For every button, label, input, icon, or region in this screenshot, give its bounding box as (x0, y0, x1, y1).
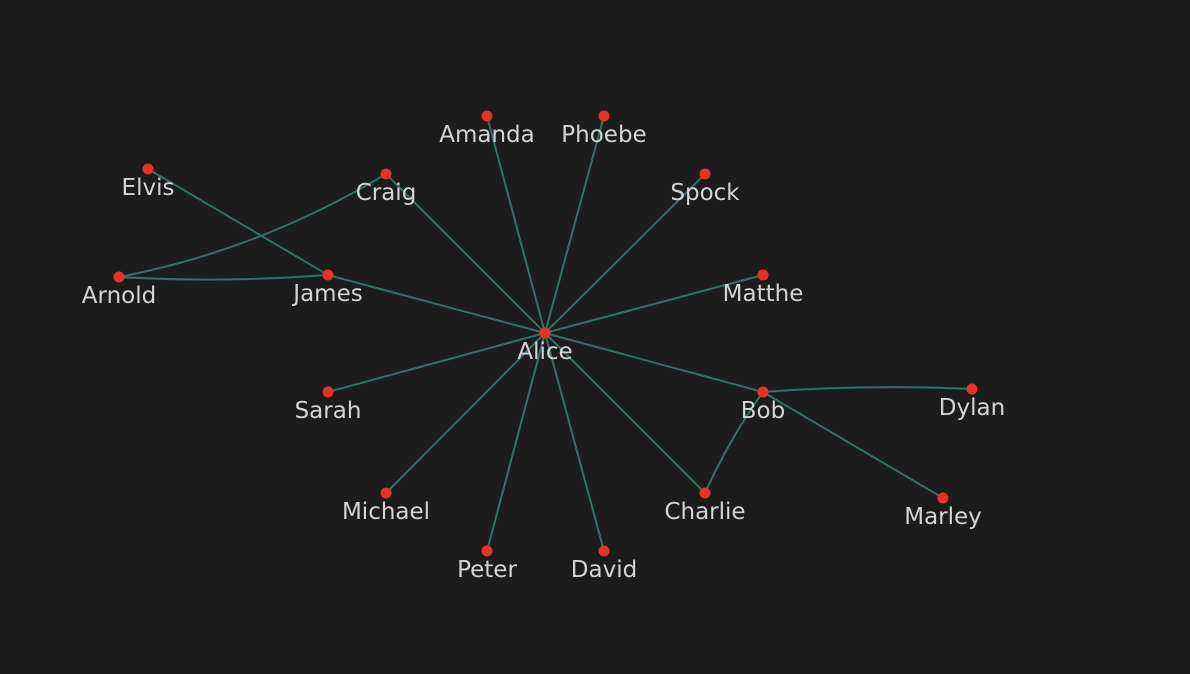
node-label-michael[interactable]: Michael (342, 499, 430, 525)
edge-alice-bob (544, 332, 764, 393)
node-label-dylan[interactable]: Dylan (939, 395, 1005, 421)
node-label-amanda[interactable]: Amanda (439, 122, 535, 148)
nodes-layer (113, 110, 978, 557)
edge-alice-michael (385, 332, 546, 494)
node-label-peter[interactable]: Peter (457, 557, 517, 583)
edge-alice-sarah (327, 332, 546, 393)
node-peter[interactable] (481, 545, 493, 557)
edge-alice-spock (544, 173, 706, 334)
node-james[interactable] (322, 269, 334, 281)
node-amanda[interactable] (481, 110, 493, 122)
node-label-matthe[interactable]: Matthe (723, 281, 804, 307)
node-label-arnold[interactable]: Arnold (82, 283, 156, 309)
node-bob[interactable] (757, 386, 769, 398)
edge-bob-dylan (762, 386, 973, 393)
node-marley[interactable] (937, 492, 949, 504)
node-alice[interactable] (539, 327, 551, 339)
node-david[interactable] (598, 545, 610, 557)
node-dylan[interactable] (966, 383, 978, 395)
node-label-spock[interactable]: Spock (670, 180, 740, 206)
edge-alice-david (544, 332, 605, 552)
edge-alice-amanda (486, 115, 546, 334)
edge-alice-charlie (544, 332, 706, 494)
node-spock[interactable] (699, 168, 711, 180)
edge-alice-matthe (544, 274, 764, 334)
edges-layer (118, 115, 973, 552)
node-arnold[interactable] (113, 271, 125, 283)
node-label-charlie[interactable]: Charlie (664, 499, 745, 525)
node-label-david[interactable]: David (571, 557, 637, 583)
edge-alice-craig (385, 173, 546, 334)
edge-james-arnold (118, 274, 329, 281)
node-label-bob[interactable]: Bob (741, 398, 785, 424)
node-matthe[interactable] (757, 269, 769, 281)
node-label-james[interactable]: James (291, 281, 362, 307)
edge-bob-charlie (704, 391, 764, 494)
edge-arnold-craig (118, 173, 387, 278)
edge-bob-marley (762, 391, 944, 499)
edge-alice-phoebe (544, 115, 605, 334)
node-elvis[interactable] (142, 163, 154, 175)
node-label-craig[interactable]: Craig (356, 180, 417, 206)
node-phoebe[interactable] (598, 110, 610, 122)
node-label-alice[interactable]: Alice (517, 339, 572, 365)
node-michael[interactable] (380, 487, 392, 499)
node-charlie[interactable] (699, 487, 711, 499)
node-craig[interactable] (380, 168, 392, 180)
node-label-marley[interactable]: Marley (904, 504, 982, 530)
node-sarah[interactable] (322, 386, 334, 398)
edge-alice-james (327, 274, 546, 334)
node-label-sarah[interactable]: Sarah (295, 398, 362, 424)
edge-james-elvis (147, 168, 329, 276)
edge-alice-peter (486, 332, 546, 552)
node-label-elvis[interactable]: Elvis (122, 175, 175, 201)
node-label-phoebe[interactable]: Phoebe (561, 122, 646, 148)
